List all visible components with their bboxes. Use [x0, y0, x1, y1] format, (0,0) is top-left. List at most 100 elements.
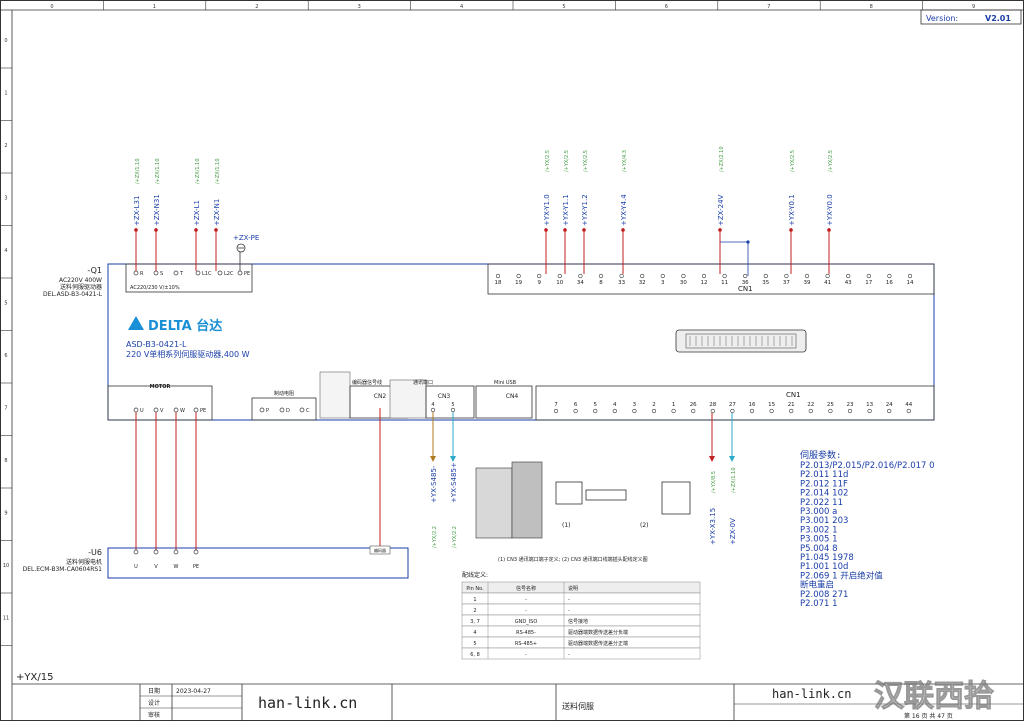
motor-terminal-label: W: [174, 564, 179, 570]
company-name-2: han-link.cn: [772, 687, 851, 701]
motor-desc1: 送料伺服电机: [66, 558, 102, 566]
param-line: P2.014 102: [800, 489, 848, 499]
cn1-top-pin: [887, 273, 892, 279]
rs485-wires: +YX-S485-/+YX/2.2+YX-S485+/+YX/2.2: [430, 412, 458, 548]
cn1-bottom-pin: [710, 408, 715, 414]
row-number: 10: [3, 563, 9, 569]
cn1-bottom-pin-number: 16: [749, 402, 756, 408]
cn1-top-pin: [660, 273, 665, 279]
cn1-top-pin-number: 11: [721, 280, 728, 286]
cn1-top-pin-number: 43: [845, 280, 852, 286]
cn1-top-wire-ref: /+YX/2.5: [828, 150, 834, 172]
cn1-top-pin-number: 34: [577, 280, 584, 286]
cn1-top-pin-number: 10: [556, 280, 563, 286]
power-terminal-label: S: [160, 271, 163, 277]
param-line: P2.022 11: [800, 498, 843, 508]
cn1-bottom-pin-number: 25: [827, 402, 834, 408]
brake-terminal-label: C: [306, 408, 310, 414]
cn1-bottom-pin: [632, 408, 637, 414]
wire-end-dot: [621, 228, 625, 232]
motor-terminal-label: PE: [193, 564, 199, 570]
cn1-bottom-pin: [789, 408, 794, 414]
cn1-top-pin: [825, 273, 830, 279]
cn1-bottom-pin-number: 28: [709, 402, 716, 408]
power-wire-ref: /+ZX/1.10: [155, 158, 161, 184]
version-box: [920, 9, 1022, 25]
figure-caption: (1) CN3 通讯端口端子定义; (2) CN3 通讯端口线端插头配线定义图: [498, 556, 648, 563]
pin-table-cell: RS-485+: [515, 641, 537, 647]
pin-table-cell: 信号接地: [568, 618, 588, 625]
col-number: 2: [255, 4, 258, 10]
row-number: 3: [4, 196, 7, 202]
motor-terminal: [153, 407, 159, 413]
cn1-top-pin: [743, 273, 748, 279]
cn1-top-pin: [763, 273, 768, 279]
wire-end-dot: [789, 228, 793, 232]
power-terminal: [173, 270, 179, 276]
cn1-bottom-pin-number: 5: [593, 402, 597, 408]
cn1-top-pin-number: 8: [599, 280, 603, 286]
cn1-top-pin: [516, 273, 521, 279]
power-wires: +ZX-L31/+ZX/1.10+ZX-N31/+ZX/1.10+ZX-L1/+…: [133, 158, 241, 271]
row-number: 1: [4, 91, 7, 97]
cn1-bottom-pin: [847, 408, 853, 414]
brand-name: DELTA 台达: [148, 318, 222, 334]
zone-label: +YX/15: [16, 672, 53, 683]
pin-table-cell: 1: [473, 597, 476, 603]
power-wire-net: +ZX-L1: [193, 200, 201, 226]
drive-desc2: 送料伺服驱动器: [60, 283, 102, 291]
cn1-top-pin-number: 37: [783, 280, 790, 286]
cn1-bottom-pin: [691, 408, 696, 414]
cn1-plug-teeth: [689, 336, 793, 346]
cn2-label: CN2: [374, 393, 387, 400]
cn1-bottom-pin-number: 1: [672, 402, 676, 408]
cn1-top-pin: [866, 273, 871, 279]
cn1-bottom-pin: [808, 408, 813, 414]
motor-terminal-label: U: [140, 408, 144, 414]
comm-label: 通讯端口: [413, 379, 433, 386]
power-terminal: [153, 270, 159, 276]
wire-end-dot: [194, 228, 198, 232]
cn3-pin-number: 5: [451, 402, 454, 408]
col-number: 3: [358, 4, 361, 10]
row-number: 5: [4, 301, 7, 307]
cn1-bottom-pin-number: 22: [807, 402, 814, 408]
date-value: 2023-04-27: [176, 688, 211, 695]
drive-model: ASD-B3-0421-L: [126, 340, 187, 349]
cn4-label: CN4: [506, 393, 519, 400]
cn1-plug-inner: [685, 333, 797, 349]
power-terminal-label: T: [179, 271, 184, 277]
pin-table-cell: 说明: [568, 585, 578, 592]
rj45-plug-icon: [585, 489, 627, 501]
col-number: 0: [50, 4, 53, 10]
wire-end-dot: [544, 228, 548, 232]
cn1-top-connector: [487, 263, 935, 295]
cn1-bottom-pin-number: 15: [768, 402, 775, 408]
rj45-pinout-icon: [661, 481, 691, 515]
comm-pinout-picture: [389, 379, 427, 419]
cn1-bottom-pin-number: 6: [574, 402, 578, 408]
pin-table-cell: Pin No.: [466, 586, 484, 592]
param-line: P2.069 1 开启绝对值: [800, 570, 883, 581]
pin-table-row: [461, 592, 701, 605]
cn1-top-label: CN1: [738, 285, 753, 293]
cn1-top-wire-ref: /+YX/2.5: [790, 150, 796, 172]
pin-table-cell: -: [525, 597, 527, 603]
cn1-bottom-pin: [612, 408, 617, 414]
motor-terminal-label: W: [180, 408, 185, 414]
param-line: P3.002 1: [800, 525, 838, 535]
motor-terminal: [173, 407, 179, 413]
param-line: P2.008 271: [800, 590, 848, 600]
param-line: P3.000 a: [800, 507, 837, 517]
cn1-top-pin-number: 17: [865, 280, 872, 286]
page-info: 第 16 页 共 47 页: [904, 712, 953, 720]
drive-photo-front: [511, 461, 543, 539]
motor-encoder-label: 编码器: [374, 547, 386, 553]
cn1-bottom-pin: [553, 408, 559, 414]
power-wire-ref: /+ZX/1.10: [195, 158, 201, 184]
col-number: 1: [153, 4, 156, 10]
figure-label-2: (2): [640, 522, 649, 529]
cn1-bottom-pin-number: 4: [613, 402, 617, 408]
